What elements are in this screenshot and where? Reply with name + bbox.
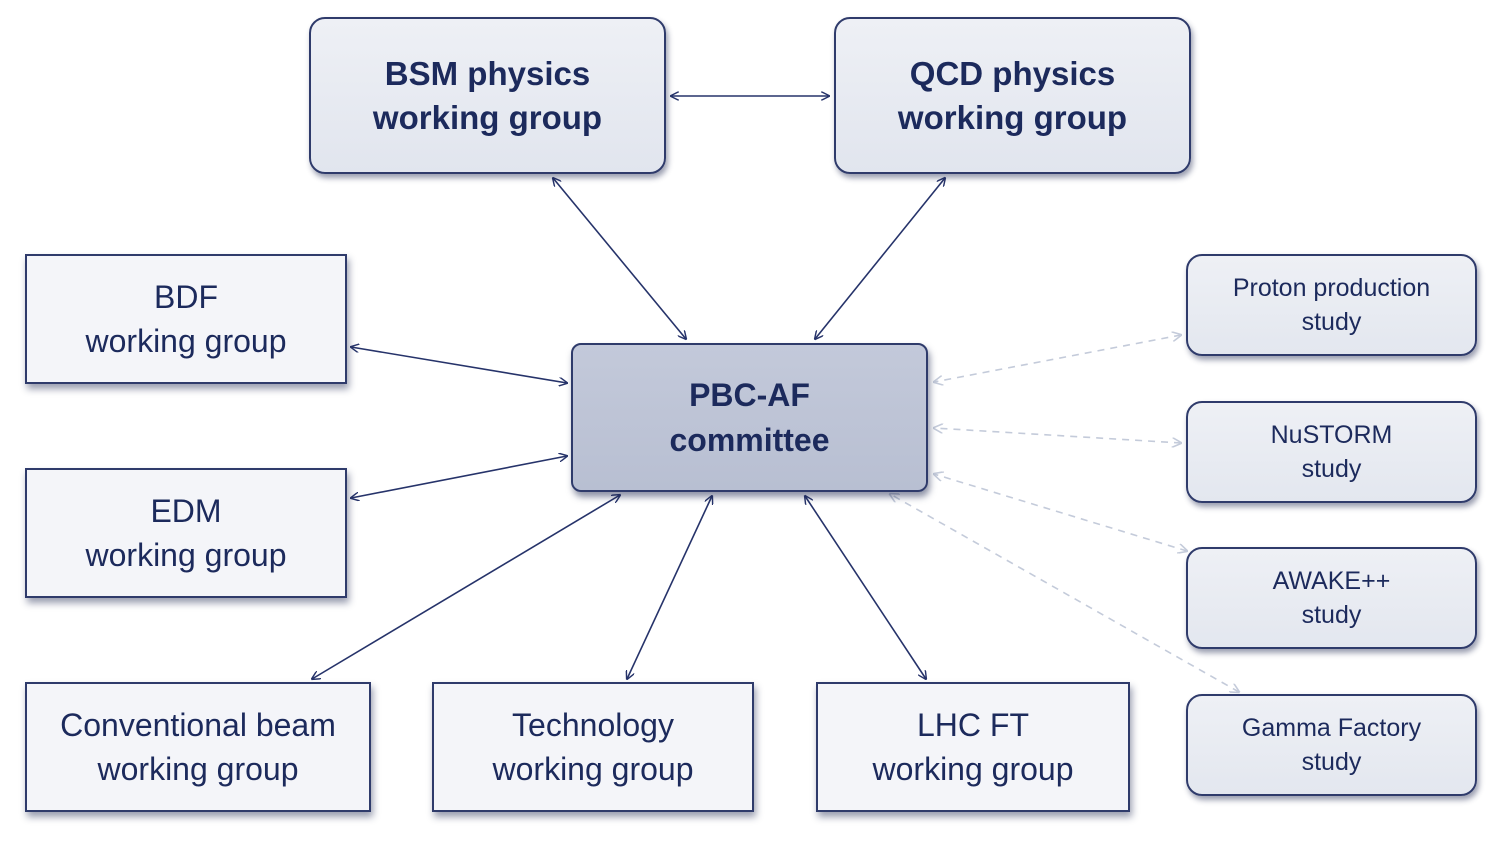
node-subtitle: working group	[872, 751, 1074, 787]
edge-edm-pbc	[351, 456, 567, 498]
edge-conv-pbc	[312, 495, 620, 679]
edm-working-group-box: EDM working group	[25, 468, 347, 598]
node-title: Gamma Factory	[1241, 714, 1422, 742]
edge-awake-pbc	[934, 474, 1187, 551]
node-subtitle: working group	[85, 537, 287, 573]
node-title: EDM	[150, 493, 222, 529]
node-title: Conventional beam	[60, 707, 336, 743]
technology-working-group-box: Technology working group	[432, 682, 754, 812]
node-subtitle: study	[1301, 308, 1362, 336]
node-title: PBC-AF	[689, 376, 810, 413]
edge-proton-pbc	[934, 335, 1181, 382]
awake-study-box: AWAKE++ study	[1186, 547, 1477, 649]
node-title: BSM physics	[384, 54, 591, 92]
node-title: NuSTORM	[1270, 421, 1393, 449]
node-subtitle: working group	[97, 751, 299, 787]
node-title: AWAKE++	[1272, 567, 1391, 595]
node-subtitle: working group	[372, 98, 603, 136]
edge-bsm-pbc	[553, 178, 686, 339]
node-subtitle: working group	[492, 751, 694, 787]
conventional-beam-working-group-box: Conventional beam working group	[25, 682, 371, 812]
node-title: Proton production	[1232, 274, 1431, 302]
bdf-working-group-box: BDF working group	[25, 254, 347, 384]
gamma-factory-study-box: Gamma Factory study	[1186, 694, 1477, 796]
node-subtitle: study	[1301, 601, 1362, 629]
node-subtitle: study	[1301, 455, 1362, 483]
edge-qcd-pbc	[815, 178, 945, 339]
edge-lhcft-pbc	[805, 496, 926, 679]
bsm-physics-working-group-box: BSM physics working group	[309, 17, 666, 174]
pbc-af-committee-box: PBC-AF committee	[571, 343, 928, 492]
node-title: Technology	[512, 707, 674, 743]
proton-production-study-box: Proton production study	[1186, 254, 1477, 356]
node-subtitle: study	[1301, 748, 1362, 776]
node-title: QCD physics	[909, 54, 1116, 92]
node-title: BDF	[154, 279, 218, 315]
node-subtitle: working group	[85, 323, 287, 359]
edge-bdf-pbc	[351, 347, 567, 383]
node-subtitle: committee	[669, 421, 830, 458]
edge-nustorm-pbc	[934, 428, 1181, 443]
lhc-ft-working-group-box: LHC FT working group	[816, 682, 1130, 812]
edge-tech-pbc	[627, 496, 712, 679]
nustorm-study-box: NuSTORM study	[1186, 401, 1477, 503]
node-subtitle: working group	[897, 98, 1128, 136]
node-title: LHC FT	[917, 707, 1029, 743]
edge-gamma-pbc	[890, 494, 1239, 692]
qcd-physics-working-group-box: QCD physics working group	[834, 17, 1191, 174]
